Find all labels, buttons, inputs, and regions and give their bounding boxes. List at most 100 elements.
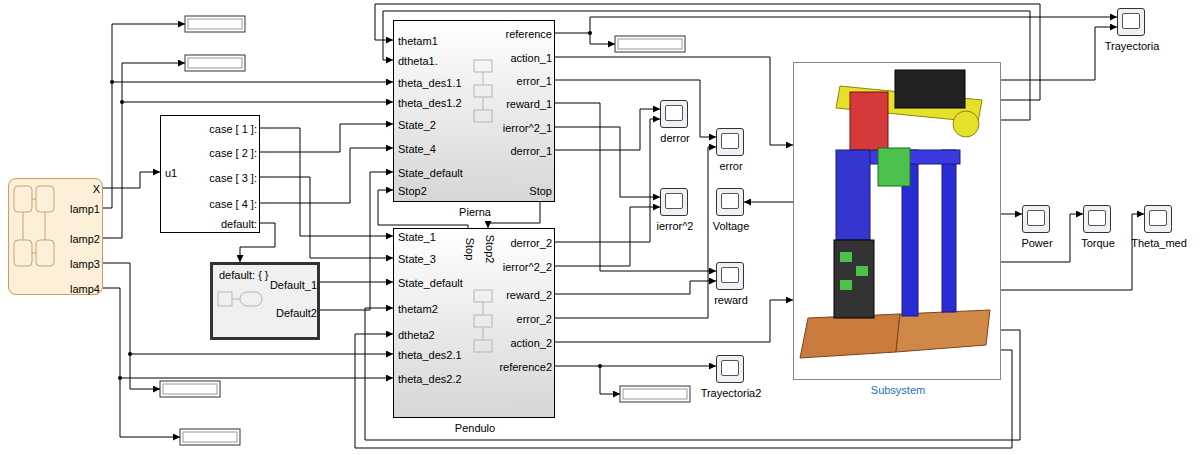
scope-name: reward xyxy=(714,295,748,306)
port-label: error_1 xyxy=(517,76,552,87)
port-label: Default_1 xyxy=(270,280,317,291)
scope-name: Voltage xyxy=(713,221,750,232)
signal-line xyxy=(260,148,393,203)
chart-fill xyxy=(8,178,103,295)
port-label: default: xyxy=(221,219,257,230)
signal-line xyxy=(375,4,1040,100)
scope-name: Trayectoria xyxy=(1105,41,1160,52)
inner-sketch xyxy=(240,292,262,306)
robot-illustration xyxy=(856,266,868,276)
scope-name: ierror^2 xyxy=(657,221,694,232)
display-screen xyxy=(188,19,242,29)
switch-case-block: u1case [ 1 ]:case [ 2 ]:case [ 3 ]:case … xyxy=(160,115,260,233)
block-fill xyxy=(160,115,260,233)
display-wire xyxy=(120,378,180,437)
robot-illustration xyxy=(953,111,979,137)
signal-line xyxy=(260,128,393,236)
scope-name: Trayectoria2 xyxy=(701,388,762,399)
display-block xyxy=(615,36,685,52)
display-screen xyxy=(623,389,687,399)
signal-line xyxy=(103,82,393,208)
display-wire xyxy=(112,24,185,82)
signal-line xyxy=(260,177,393,258)
signal-line xyxy=(320,172,393,310)
signal-line xyxy=(383,11,1030,120)
scope-block: Power xyxy=(1022,205,1050,233)
signal-line xyxy=(555,80,716,137)
scope-screen xyxy=(721,360,739,376)
display-block xyxy=(185,55,245,71)
scope-block: Torque xyxy=(1083,205,1111,233)
signal-line xyxy=(555,17,1117,33)
robot-illustration xyxy=(840,280,852,290)
scope-screen xyxy=(1027,210,1045,226)
robot-illustration xyxy=(836,150,870,240)
scope-screen xyxy=(665,105,683,121)
signal-line xyxy=(488,202,540,228)
port-label: case [ 2 ]: xyxy=(209,148,257,159)
chart-fill xyxy=(8,178,103,295)
display-block xyxy=(160,381,220,397)
port-label: action_1 xyxy=(510,53,552,64)
signal-line xyxy=(555,103,716,271)
state-sketch xyxy=(14,186,32,212)
inner-sketch xyxy=(218,292,232,306)
subsystem-block: State_1State_3State_defaultthetam2dtheta… xyxy=(393,228,555,418)
scope-screen xyxy=(721,193,739,209)
port-label: State_3 xyxy=(398,254,436,265)
scope-screen xyxy=(1149,210,1167,226)
port-label: theta_des1.2 xyxy=(398,98,462,109)
scope-block: reward xyxy=(716,262,744,290)
inner-sketch xyxy=(474,290,492,302)
robot-illustration xyxy=(793,62,1001,380)
display-wire xyxy=(590,33,615,44)
port-label: State_1 xyxy=(398,232,436,243)
port-label: reward_1 xyxy=(506,99,552,110)
port-label: Stop2 xyxy=(398,186,427,197)
robot-illustration xyxy=(942,150,956,312)
port-label: X xyxy=(93,184,100,195)
display-block xyxy=(185,16,245,32)
port-label: thetam2 xyxy=(398,304,438,315)
state-sketch xyxy=(14,240,32,266)
scope-name: derror xyxy=(660,133,689,144)
scope-screen xyxy=(1122,13,1140,29)
state-sketch xyxy=(14,186,54,266)
port-label: dtheta2 xyxy=(398,330,435,341)
port-label: case [ 1 ]: xyxy=(209,124,257,135)
scope-name: error xyxy=(719,161,742,172)
port-label: Stop xyxy=(464,238,475,261)
block-fill xyxy=(210,262,320,340)
port-label: action_2 xyxy=(510,338,552,349)
port-label: error_2 xyxy=(517,314,552,325)
port-label: reference xyxy=(506,29,552,40)
branch-dot xyxy=(110,31,602,380)
signal-line xyxy=(555,147,716,318)
inner-sketch xyxy=(483,302,484,340)
signal-line xyxy=(103,263,393,354)
robot-subsystem: Subsystem xyxy=(793,62,1001,380)
port-label: reward_2 xyxy=(506,290,552,301)
port-label: ierror^2_2 xyxy=(503,262,552,273)
port-label: derror_2 xyxy=(510,238,552,249)
port-label: theta_des2.1 xyxy=(398,350,462,361)
port-label: case [ 3 ]: xyxy=(209,173,257,184)
signal-line xyxy=(555,300,793,342)
signal-line xyxy=(555,57,793,145)
display-wire xyxy=(600,366,620,394)
signal-line xyxy=(355,334,1012,448)
signal-line xyxy=(555,127,660,197)
port-label: reference2 xyxy=(499,362,552,373)
port-label: lamp2 xyxy=(70,234,100,245)
inner-sketch xyxy=(474,340,492,352)
port-label: Default2 xyxy=(276,308,317,319)
display-screen xyxy=(188,58,242,68)
display-wire xyxy=(130,354,160,389)
robot-illustration xyxy=(793,62,1001,380)
robot-illustration xyxy=(878,148,910,186)
block-name: Subsystem xyxy=(871,385,925,396)
scope-name: Theta_med xyxy=(1131,238,1187,249)
signal-line xyxy=(1001,214,1022,215)
signal-line xyxy=(555,366,716,367)
